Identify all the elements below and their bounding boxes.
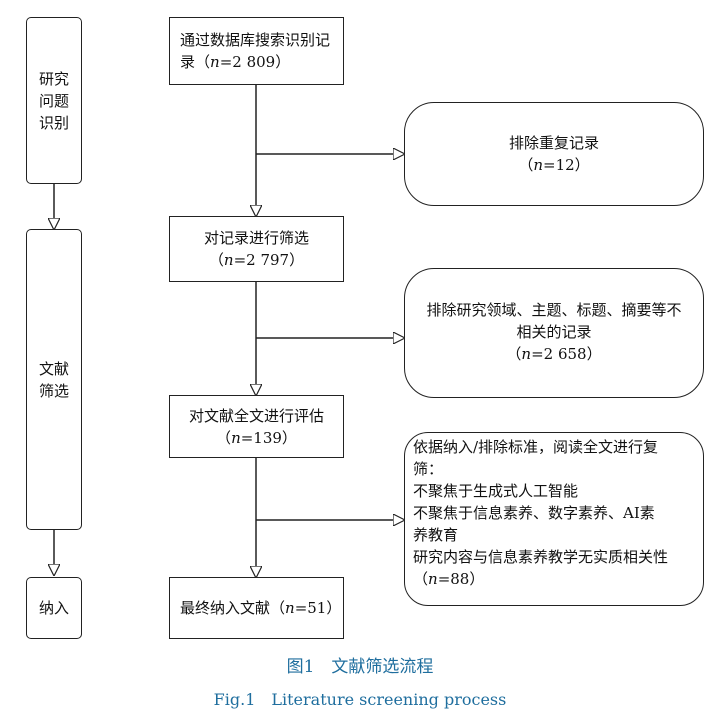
figure-caption-en: Fig.1 Literature screening process: [213, 690, 507, 709]
phase-identification: 研究 问题 识别: [26, 17, 82, 184]
exclusion-duplicates: 排除重复记录 （n=12）: [404, 102, 704, 206]
figure-caption-cn: 图1 文献筛选流程: [286, 657, 434, 677]
phase-included: 纳入: [26, 577, 82, 639]
step-fulltext-assessment: 对文献全文进行评估 （n=139）: [169, 395, 344, 458]
exclusion-irrelevant-records: 排除研究领域、主题、标题、摘要等不 相关的记录 （n=2 658）: [404, 268, 704, 398]
phase-screening: 文献 筛选: [26, 229, 82, 530]
exclusion-fulltext-rescreen: 依据纳入/排除标准，阅读全文进行复 筛： 不聚焦于生成式人工智能 不聚焦于信息素…: [404, 432, 704, 606]
step-database-search: 通过数据库搜索识别记 录（n=2 809）: [169, 17, 344, 85]
step-final-included: 最终纳入文献（n=51）: [169, 577, 344, 639]
step-record-screening: 对记录进行筛选 （n=2 797）: [169, 216, 344, 282]
